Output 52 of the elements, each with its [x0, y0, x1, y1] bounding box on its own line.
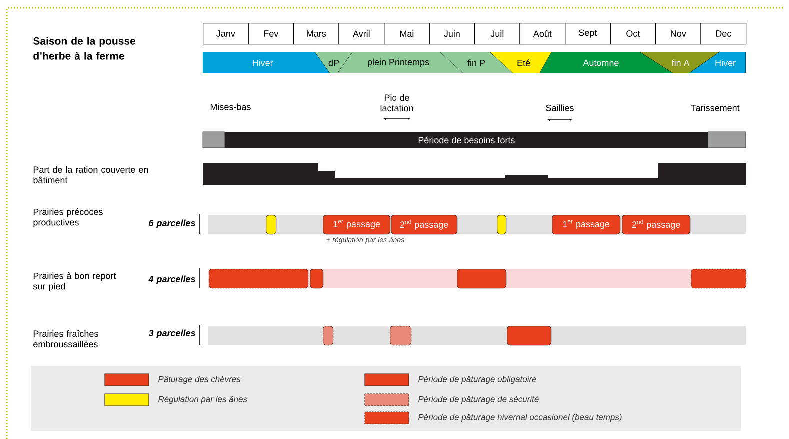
- grazing-bar: 2$^{nd}$ passage: [391, 215, 458, 235]
- month-cell: Nov: [656, 23, 702, 45]
- donkey-bar: [266, 215, 277, 235]
- grazing-bar: [323, 326, 334, 346]
- title: Saison de la pousse d’herbe à la ferme: [34, 37, 136, 60]
- label: Tarissement: [692, 104, 740, 112]
- parcel-count: 6 parcelles: [149, 220, 196, 228]
- grazing-bar: [457, 269, 507, 289]
- grazing-bar: [209, 269, 309, 289]
- month-cell: Janv: [203, 23, 249, 45]
- node-label: dP: [328, 60, 340, 66]
- parcel-count: 3 parcelles: [148, 330, 196, 338]
- label: Part de la ration couverte en bâtiment: [34, 166, 148, 184]
- label: Saillies: [546, 104, 574, 112]
- node-label: plein Printemps: [368, 58, 430, 68]
- month-cell: Sept: [565, 23, 611, 45]
- needs-period-bar: Période de besoins forts: [225, 132, 708, 148]
- month-cell: Fev: [248, 23, 294, 45]
- grazing-bar: [390, 326, 412, 346]
- season-band: Automne: [540, 52, 674, 74]
- season-band: fin P: [440, 52, 514, 74]
- month-cell: Juil: [474, 23, 520, 45]
- node-label: fin P: [468, 60, 486, 66]
- grazing-bar: [310, 269, 324, 289]
- legend-text: Période de pâturage de sécurité: [418, 396, 539, 404]
- label: Pic de lactation: [380, 94, 414, 112]
- grazing-bar: 1$^{er}$ passage: [323, 215, 391, 235]
- label: Prairies à bon report sur pied: [33, 272, 116, 292]
- month-cell: Avril: [338, 23, 385, 45]
- parcel-count: 4 parcelles: [148, 276, 196, 284]
- month-cell: Mai: [384, 23, 430, 45]
- grazing-bar: [507, 326, 552, 346]
- label: Mises-bas: [210, 104, 251, 110]
- legend-text: Période de pâturage obligatoire: [418, 376, 536, 384]
- legend-text: Pâturage des chèvres: [158, 376, 241, 384]
- grazing-bar: 2$^{nd}$ passage: [622, 215, 691, 235]
- season-band: dP: [315, 52, 354, 74]
- month-cell: Dec: [700, 23, 747, 45]
- legend-text: Période de pâturage hivernal occasionel (beau temps): [418, 414, 622, 422]
- month-cell: Oct: [610, 23, 656, 45]
- month-cell: Juin: [429, 23, 476, 45]
- season-band: Hiver: [690, 52, 746, 74]
- legend-text: Régulation par les ânes: [158, 396, 248, 404]
- grazing-bar: 1$^{er}$ passage: [552, 215, 621, 235]
- month-cell: Août: [520, 23, 566, 45]
- season-band: Eté: [490, 52, 552, 74]
- label: Prairies précoces productives: [34, 208, 103, 228]
- month-cell: Mars: [294, 23, 340, 45]
- donkey-bar: [497, 215, 507, 235]
- label: Prairies fraîches embroussaillées: [34, 330, 98, 348]
- grazing-bar: [691, 269, 747, 289]
- season-band: Hiver: [203, 52, 330, 74]
